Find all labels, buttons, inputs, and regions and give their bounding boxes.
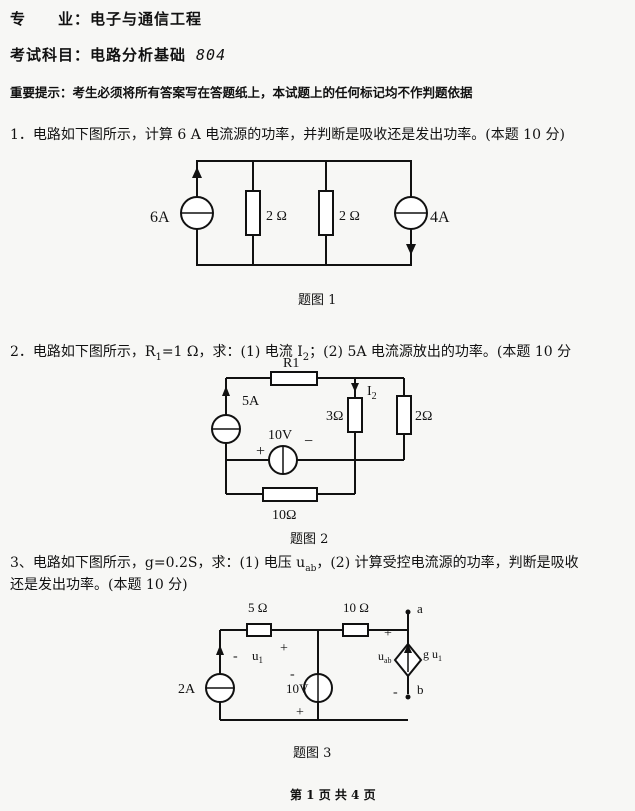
label-5ohm: 5 Ω [248, 600, 267, 615]
label-6a: 6A [150, 209, 170, 226]
resistor-2ohm [396, 395, 412, 435]
resistor-3ohm [347, 397, 363, 433]
arrow-up-icon [222, 386, 230, 396]
label-10ohm: 10Ω [272, 508, 296, 523]
resistor-10ohm [262, 487, 318, 502]
label-10v: 10V [286, 681, 309, 696]
label-r1: R1 [283, 356, 299, 371]
resistor-10ohm [342, 623, 369, 637]
notice: 重要提示：考生必须将所有答案写在答题纸上，本试题上的任何标记均不作判题依据 [10, 85, 473, 100]
major-label: 专 业： [10, 10, 91, 28]
u1-minus: - [233, 649, 238, 664]
resistor-1a [245, 190, 261, 236]
label-r1a: 2 Ω [266, 209, 287, 224]
arrow-down-icon [406, 244, 416, 255]
arrow-up-icon [216, 645, 224, 655]
subject-code: 804 [196, 46, 227, 64]
question-3-line-2: 还是发出功率。(本题 10 分) [10, 577, 188, 593]
caption-figure-1: 题图 1 [298, 293, 337, 308]
subject-line: 考试科目：电路分析基础 804 [10, 44, 226, 65]
page-footer: 第 1 页 共 4 页 [290, 788, 376, 802]
vs-minus: - [290, 667, 295, 682]
label-4a: 4A [430, 209, 450, 226]
label-i2: I2 [367, 384, 377, 402]
arrow-up-icon [192, 167, 202, 178]
label-uab: uab [378, 649, 392, 665]
question-2-text: 2．电路如下图所示，R1=1 Ω，求：(1) 电流 I2；(2) 5A 电流源放… [10, 344, 572, 363]
question-1-text: 1．电路如下图所示，计算 6 A 电流源的功率，并判断是吸收还是发出功率。(本题… [10, 127, 565, 143]
question-3-line-1: 3、电路如下图所示，g=0.2S，求：(1) 电压 uab，(2) 计算受控电流… [10, 555, 579, 574]
label-gu1: g u1 [423, 647, 442, 663]
label-10v: 10V [268, 428, 292, 443]
label-3ohm: 3Ω [326, 409, 343, 424]
subject-value: 电路分析基础 [90, 46, 187, 64]
label-2a: 2A [178, 682, 196, 697]
label-u1: u1 [252, 648, 263, 665]
circuit-2: R1 I2 5A 3Ω 2Ω 10V + − 10Ω [211, 356, 432, 523]
resistor-1b [318, 190, 334, 236]
label-2ohm: 2Ω [415, 409, 432, 424]
caption-figure-3: 题图 3 [293, 746, 332, 761]
node-b-terminal [405, 694, 411, 700]
uab-minus: - [393, 685, 398, 700]
resistor-5ohm [246, 623, 272, 637]
uab-plus: + [384, 626, 392, 641]
resistor-r1 [270, 371, 318, 386]
circuit-3: 5 Ω 10 Ω a b - u1 + - 10V + + uab - g u1… [178, 600, 442, 721]
label-r1b: 2 Ω [339, 209, 360, 224]
subject-label: 考试科目： [10, 46, 91, 64]
label-5a: 5A [242, 394, 260, 409]
label-10ohm: 10 Ω [343, 600, 369, 615]
label-node-b: b [417, 682, 424, 697]
major-line: 专 业：电子与通信工程 [10, 8, 202, 29]
arrow-down-icon [351, 383, 359, 392]
u1-plus: + [280, 641, 288, 656]
vs-plus: + [296, 705, 304, 720]
circuit-1-frame [196, 160, 412, 266]
circuit-1: 6A 2 Ω 2 Ω 4A [150, 160, 450, 266]
caption-figure-2: 题图 2 [290, 532, 329, 547]
label-node-a: a [417, 601, 423, 616]
plus-sign: + [256, 443, 265, 460]
minus-sign: − [304, 433, 313, 450]
major-value: 电子与通信工程 [90, 10, 203, 28]
